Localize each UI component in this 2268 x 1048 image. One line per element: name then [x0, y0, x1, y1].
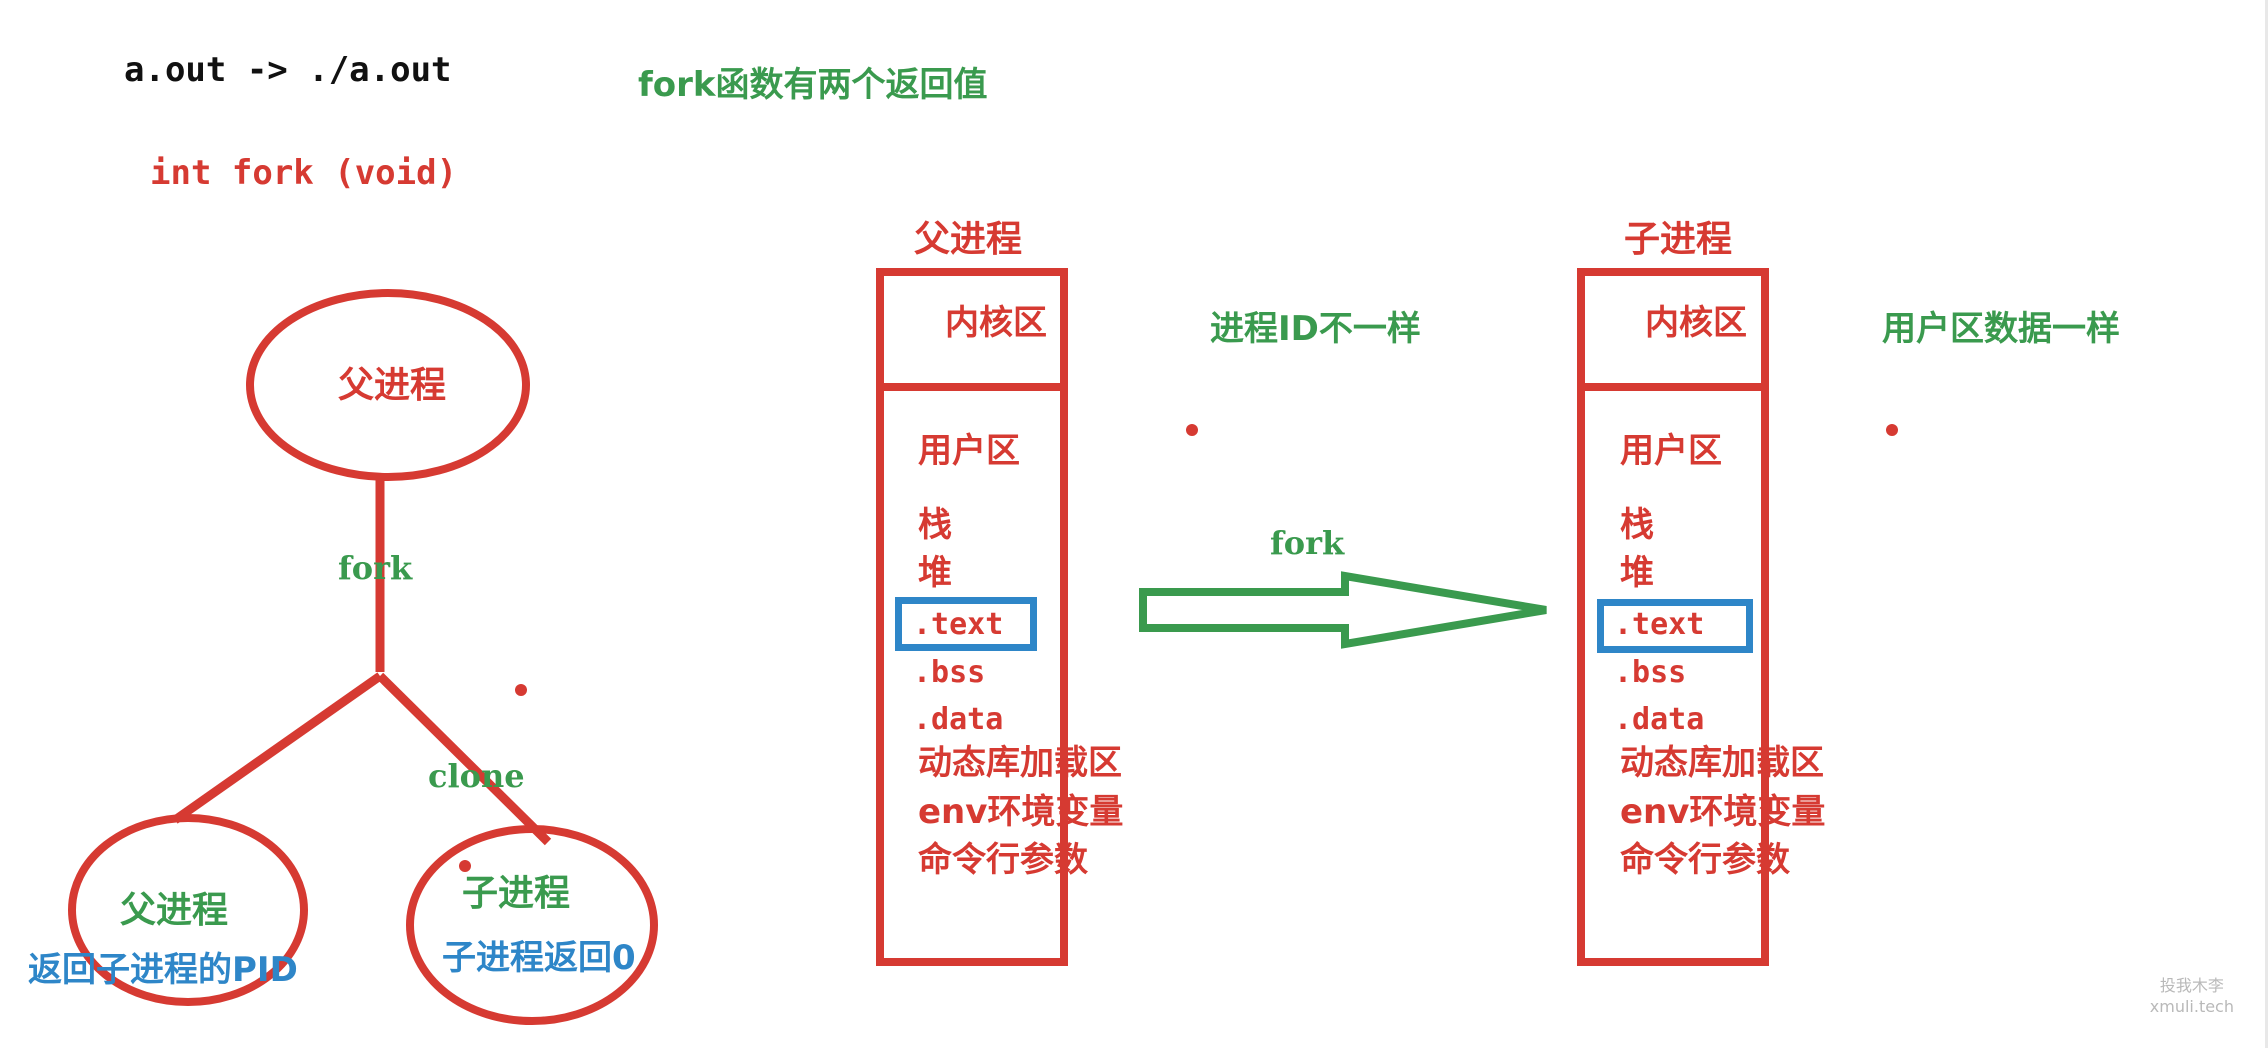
- command-text: a.out -> ./a.out: [124, 50, 452, 90]
- fork-signature: int fork (void): [150, 153, 458, 193]
- root-process-circle: [246, 289, 530, 481]
- clone-edge-label: clone: [428, 757, 525, 795]
- fork-arrow-label: fork: [1270, 524, 1345, 562]
- watermark: 投我木李 xmuli.tech: [2150, 975, 2234, 1018]
- right-child-return: 子进程返回0: [442, 938, 636, 978]
- left-branch-edge: [172, 672, 383, 824]
- child-segment-text: .text: [1614, 607, 1705, 642]
- root-process-label: 父进程: [338, 365, 447, 406]
- right-branch-edge: [376, 672, 552, 846]
- child-segment-stack: 栈: [1620, 505, 1654, 545]
- parent-segment-env: env环境变量: [918, 792, 1124, 832]
- parent-memory-box: [876, 268, 1068, 966]
- child-kernel-divider: [1577, 383, 1769, 391]
- fork-arrow: [1139, 571, 1547, 649]
- parent-segment-dynlib: 动态库加载区: [918, 743, 1122, 783]
- stray-dot: [515, 684, 527, 696]
- fork-edge-label: fork: [338, 549, 413, 587]
- window-edge: [2265, 0, 2268, 1048]
- stray-dot: [1186, 424, 1198, 436]
- parent-segment-stack: 栈: [918, 505, 952, 545]
- child-side-note: 用户区数据一样: [1882, 309, 2120, 349]
- child-user-label: 用户区: [1620, 431, 1722, 471]
- watermark-line2: xmuli.tech: [2149, 997, 2234, 1017]
- parent-user-label: 用户区: [918, 431, 1020, 471]
- watermark-line1: 投我木李: [2159, 975, 2224, 995]
- child-segment-env: env环境变量: [1620, 792, 1826, 832]
- parent-segment-heap: 堆: [918, 553, 952, 593]
- parent-text-highlight: [895, 597, 1037, 651]
- right-child-circle: [406, 825, 658, 1025]
- fork-note: fork函数有两个返回值: [638, 65, 988, 105]
- stray-dot: [1886, 424, 1898, 436]
- parent-kernel-label: 内核区: [945, 303, 1047, 343]
- child-segment-dynlib: 动态库加载区: [1620, 743, 1824, 783]
- child-segment-bss: .bss: [1614, 655, 1687, 690]
- parent-process-title: 父进程: [914, 219, 1023, 260]
- right-child-label: 子进程: [462, 873, 571, 914]
- child-kernel-label: 内核区: [1645, 303, 1747, 343]
- stray-dot: [459, 860, 471, 872]
- child-segment-args: 命令行参数: [1620, 840, 1790, 880]
- left-child-return: 返回子进程的PID: [28, 950, 298, 990]
- child-segment-heap: 堆: [1620, 553, 1654, 593]
- child-segment-data: .data: [1614, 702, 1705, 737]
- parent-kernel-divider: [876, 383, 1068, 391]
- left-child-label: 父进程: [120, 890, 229, 931]
- child-text-highlight: [1597, 599, 1753, 653]
- parent-segment-bss: .bss: [913, 655, 986, 690]
- parent-segment-text: .text: [913, 607, 1004, 642]
- left-child-circle: [68, 814, 308, 1006]
- parent-side-note: 进程ID不一样: [1210, 309, 1421, 349]
- child-memory-box: [1577, 268, 1769, 966]
- child-process-title: 子进程: [1624, 219, 1733, 260]
- parent-segment-args: 命令行参数: [918, 840, 1088, 880]
- parent-segment-data: .data: [913, 702, 1004, 737]
